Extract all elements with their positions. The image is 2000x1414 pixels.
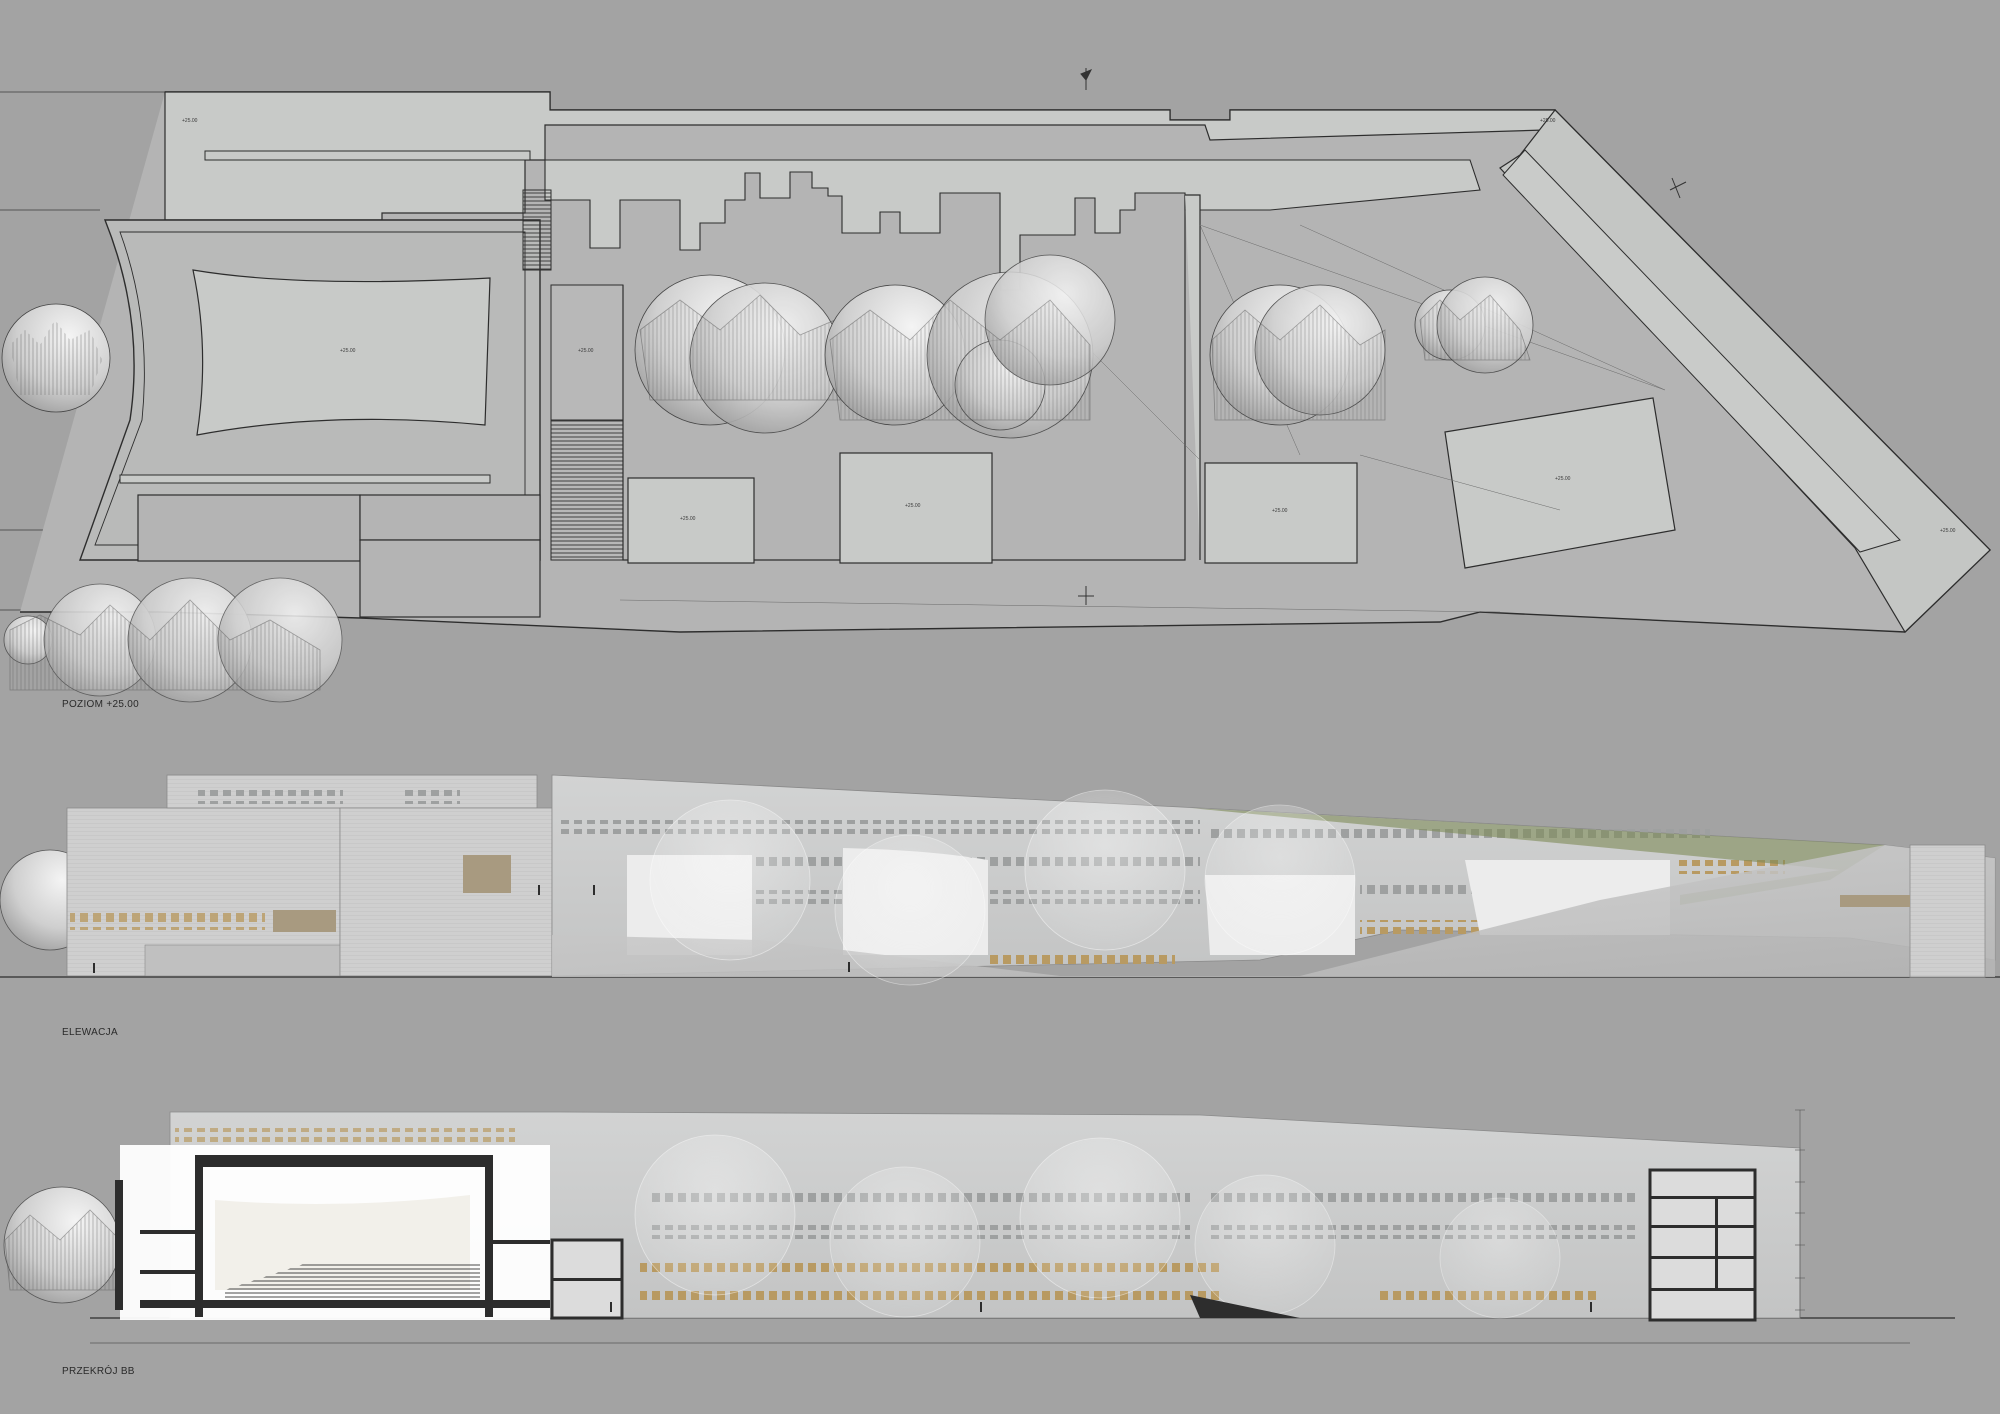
- elevation-drawing: [0, 774, 2000, 986]
- elevation-east-tower: [1909, 844, 1986, 978]
- elevation-west-opening: [273, 910, 336, 932]
- section-back-windows-row-1: [175, 1128, 515, 1142]
- plan-spheres: [1, 254, 1534, 703]
- section-caption: PRZEKRÓJ BB: [62, 1366, 135, 1377]
- plan-sphere-cluster-3: [1209, 284, 1386, 426]
- plan-pavilion-3: [1204, 462, 1358, 564]
- elevation-green-roof: [1190, 808, 1885, 905]
- plan-level-markers: +25.00 +25.00 +25.00 +25.00 +25.00 +25.0…: [182, 118, 1956, 534]
- svg-text:+25.00: +25.00: [182, 118, 198, 124]
- elevation-west-window-band: [70, 912, 265, 930]
- svg-text:+25.00: +25.00: [1555, 476, 1571, 482]
- plan-serrated-wall: [525, 159, 1481, 291]
- elevation-ground-wedge: [552, 845, 1995, 977]
- elevation-transparent-domes: [649, 789, 1356, 986]
- plan-courtyard-partition: [1185, 194, 1201, 560]
- north-arrow-icon: [1080, 68, 1093, 90]
- svg-text:+25.00: +25.00: [340, 348, 356, 354]
- plan-room-south-1: [137, 494, 361, 562]
- plan-sphere-cluster-sw: [3, 577, 343, 703]
- elevation-upper-windows-2: [400, 790, 460, 804]
- svg-text:+25.00: +25.00: [1272, 508, 1288, 514]
- svg-text:+25.00: +25.00: [680, 516, 696, 522]
- plan-caption: POZIOM +25.00: [62, 699, 139, 710]
- elevation-east-opening: [1840, 895, 1910, 907]
- plan-sphere-cluster-4: [1414, 276, 1534, 374]
- section-sphere-west: [3, 1186, 121, 1304]
- section-hall-seating: [225, 1262, 480, 1300]
- plan-pavilion-4: [1444, 397, 1676, 569]
- section-concert-hall: [115, 1145, 550, 1320]
- elevation-upper-windows: [198, 790, 343, 804]
- section-human-figures: [610, 1302, 1592, 1312]
- plan-north-block: [164, 91, 1556, 221]
- section-east-tower: [1648, 1168, 1757, 1322]
- plan-east-wing-inner: [1502, 149, 1901, 553]
- svg-text:+25.00: +25.00: [578, 348, 594, 354]
- elevation-facade-warm-windows-1: [990, 950, 1175, 964]
- section-transparent-domes: [634, 1134, 1561, 1319]
- plan-sphere-cluster-2: [824, 254, 1116, 439]
- plan-stair-north: [522, 189, 552, 271]
- elevation-caption: ELEWACJA: [62, 1027, 118, 1038]
- plan-north-corridor: [204, 150, 531, 161]
- section-ground-wedge: [1190, 1295, 1300, 1318]
- plan-hall-stage: [192, 269, 491, 436]
- human-figure-icon: [93, 885, 850, 973]
- section-drawing: [3, 1109, 1955, 1344]
- plan-hall-foyer-strip: [119, 474, 491, 484]
- plan-room-south-3: [359, 539, 541, 618]
- plan-room-south-2: [359, 494, 541, 541]
- section-marker-icon: [1078, 177, 1687, 605]
- plan-stair-south: [550, 419, 624, 561]
- elevation-west-plinth: [144, 944, 341, 977]
- site-plan: +25.00 +25.00 +25.00 +25.00 +25.00 +25.0…: [0, 68, 1991, 703]
- plan-pavilion-2: [839, 452, 993, 564]
- svg-text:+25.00: +25.00: [1940, 528, 1956, 534]
- elevation-mid-block: [339, 807, 553, 977]
- plan-sphere-west: [1, 303, 111, 413]
- plan-sphere-cluster-1: [634, 274, 841, 434]
- section-level-scale: [1795, 1109, 1805, 1318]
- svg-text:+25.00: +25.00: [905, 503, 921, 509]
- svg-text:+25.00: +25.00: [1540, 118, 1556, 124]
- plan-pavilion-1: [627, 477, 755, 564]
- elevation-mid-opening: [463, 855, 511, 893]
